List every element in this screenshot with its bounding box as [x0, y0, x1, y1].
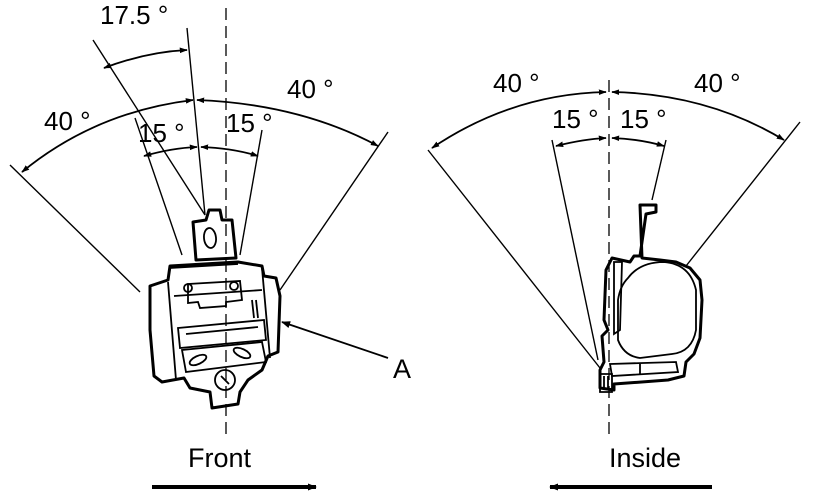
right-inner-right-boundary [651, 139, 667, 201]
right-inner-right-arc [611, 135, 665, 147]
sensor-front-view [148, 208, 282, 410]
right-outer-left-angle-label: 40 ° [493, 68, 540, 98]
inside-direction-label: Inside [609, 443, 681, 473]
right-outer-left-boundary [427, 149, 601, 369]
left-outer-right-arc [196, 97, 379, 147]
left-outer-left-angle-label: 40 ° [44, 106, 91, 136]
right-outer-right-arc [611, 89, 785, 141]
right-inner-right-angle-label: 15 ° [620, 104, 667, 134]
right-inner-left-arc [555, 135, 607, 147]
right-outer-left-arc [431, 89, 607, 149]
left-inner-right-arc [200, 144, 259, 157]
left-17-5-arc [103, 47, 188, 69]
right-view: 40 ° 40 ° 15 ° 15 ° Inside [427, 68, 801, 491]
callout-a-leader [281, 321, 389, 359]
front-direction-label: Front [188, 443, 252, 473]
sensor-side-view [598, 203, 704, 393]
left-outer-right-angle-label: 40 ° [287, 74, 334, 104]
left-inner-left-angle-label: 15 ° [138, 118, 185, 148]
left-outer-left-boundary [9, 164, 141, 293]
left-outer-right-boundary [279, 131, 389, 291]
left-tilt-angle-label: 17.5 ° [100, 0, 168, 30]
left-inner-right-angle-label: 15 ° [226, 108, 273, 138]
right-outer-right-boundary [685, 121, 801, 267]
left-inner-left-arc [143, 144, 198, 157]
right-outer-right-angle-label: 40 ° [694, 68, 741, 98]
left-tilt-axis-line [186, 27, 206, 216]
left-view: 17.5 ° 40 ° 40 ° 15 ° 15 ° [9, 0, 411, 491]
right-inner-left-angle-label: 15 ° [552, 104, 599, 134]
callout-a-label: A [393, 354, 411, 384]
left-outer-left-arc [21, 98, 194, 173]
right-inner-left-boundary [551, 139, 599, 361]
left-inner-right-boundary [239, 129, 263, 256]
